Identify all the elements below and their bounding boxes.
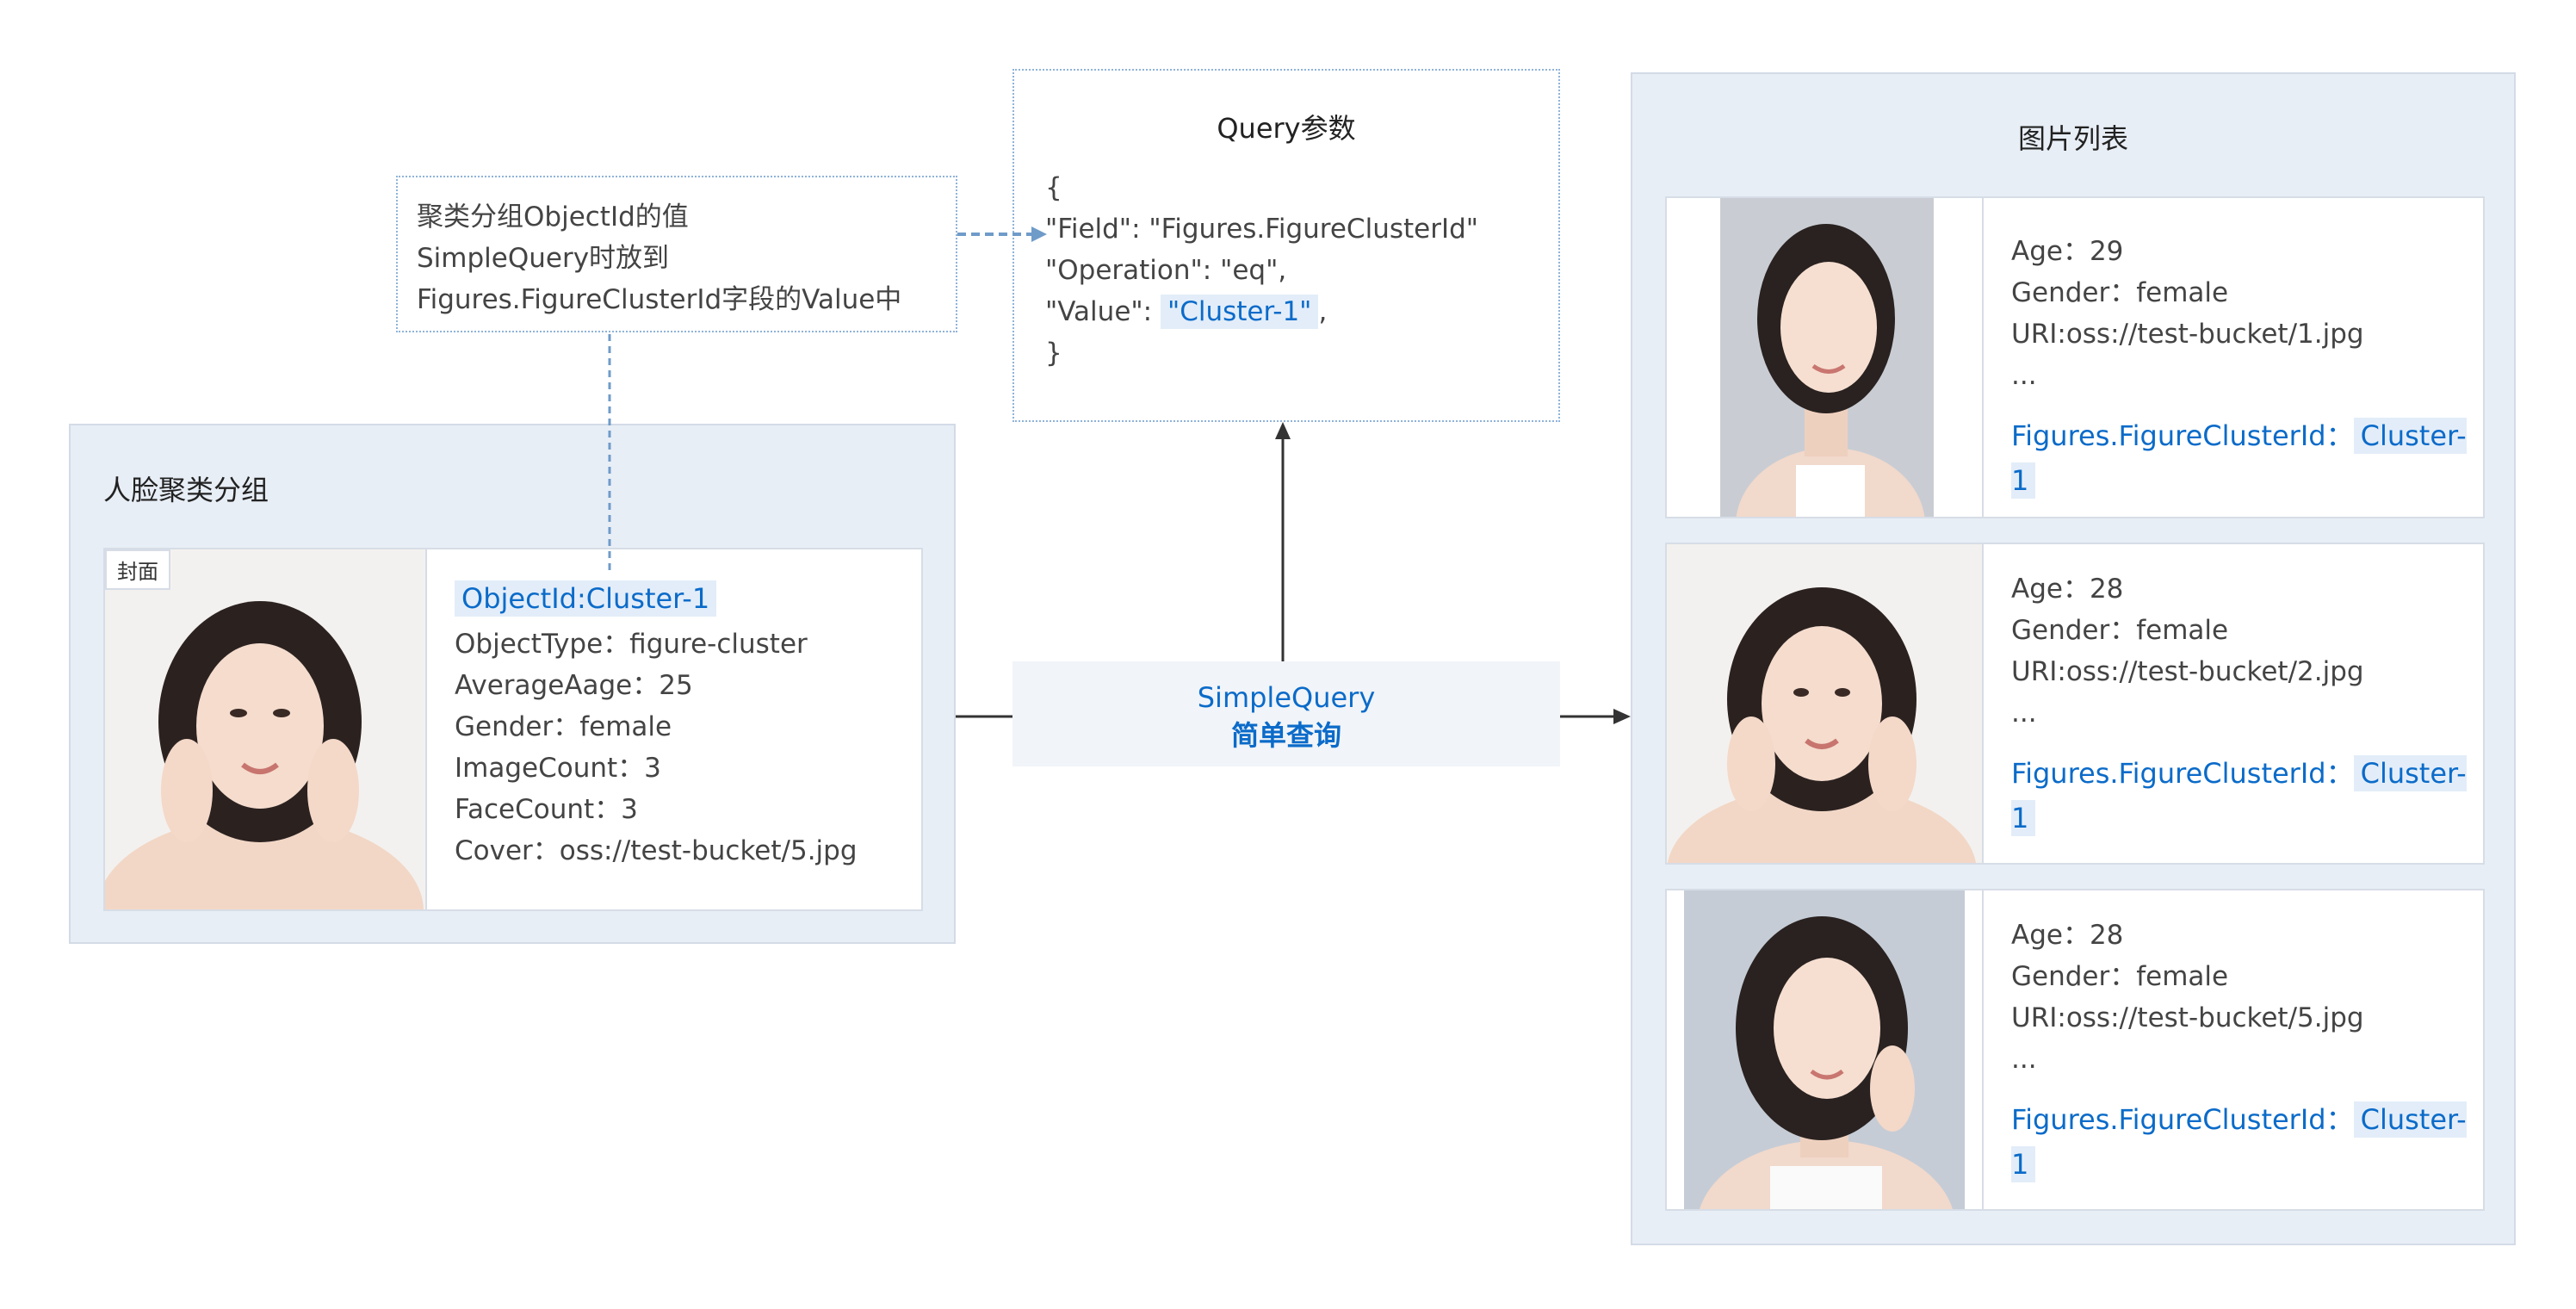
note-line-1: 聚类分组ObjectId的值 xyxy=(417,202,689,233)
cluster-card: 封面 ObjectId:Cluster-1 ObjectType：figure-… xyxy=(103,548,923,911)
image-more: ... xyxy=(2011,360,2037,391)
note-line-2: SimpleQuery时放到 xyxy=(417,243,670,274)
query-value-line: "Value": "Cluster-1", xyxy=(1045,291,1527,332)
image-uri: URI:oss://test-bucket/2.jpg xyxy=(2011,656,2364,687)
image-cluster-key: Figures.FigureClusterId： xyxy=(2011,419,2354,452)
image-list-item: Age：29 Gender：female URI:oss://test-buck… xyxy=(1665,196,2485,518)
query-to-list-arrowhead xyxy=(1613,709,1631,724)
cluster-details: ObjectId:Cluster-1 ObjectType：figure-clu… xyxy=(455,574,858,872)
query-close-brace: } xyxy=(1045,338,1062,369)
image-list-title: 图片列表 xyxy=(2017,122,2128,155)
portrait-image xyxy=(105,601,424,909)
query-value-tail: , xyxy=(1318,296,1328,327)
face-count: FaceCount：3 xyxy=(455,794,638,825)
image-more: ... xyxy=(2011,698,2037,729)
portrait-image xyxy=(1684,890,1965,1209)
image-cluster-line: Figures.FigureClusterId：Cluster-1 xyxy=(2011,413,2483,503)
image-age: Age：29 xyxy=(2011,236,2124,267)
image-age: Age：28 xyxy=(2011,920,2124,951)
image-list-panel: 图片列表 Age：29 Gender：female URI:oss://test… xyxy=(1631,72,2516,1245)
query-value-key: "Value": xyxy=(1045,296,1161,327)
image-gender: Gender：female xyxy=(2011,277,2229,308)
object-id-value: Cluster-1 xyxy=(585,582,710,615)
image-cluster-line: Figures.FigureClusterId：Cluster-1 xyxy=(2011,1097,2483,1187)
object-id-label: ObjectId: xyxy=(461,582,586,615)
image-list-item: Age：28 Gender：female URI:oss://test-buck… xyxy=(1665,889,2485,1211)
image-list-item: Age：28 Gender：female URI:oss://test-buck… xyxy=(1665,543,2485,865)
image-more: ... xyxy=(2011,1044,2037,1075)
cover-tag: 封面 xyxy=(105,549,170,590)
cover-uri: Cover：oss://test-bucket/5.jpg xyxy=(455,835,858,866)
query-field-line: "Field": "Figures.FigureClusterId" xyxy=(1045,214,1479,245)
simple-query-box: SimpleQuery 简单查询 xyxy=(1012,661,1560,766)
image-cluster-key: Figures.FigureClusterId： xyxy=(2011,1103,2354,1136)
portrait-image xyxy=(1720,198,1934,517)
image-item-details: Age：28 Gender：female URI:oss://test-buck… xyxy=(2011,915,2483,1187)
image-count: ImageCount：3 xyxy=(455,753,661,784)
image-thumbnail xyxy=(1667,544,1984,863)
image-gender: Gender：female xyxy=(2011,615,2229,646)
image-uri: URI:oss://test-bucket/5.jpg xyxy=(2011,1002,2364,1033)
gender: Gender：female xyxy=(455,711,672,742)
image-age: Age：28 xyxy=(2011,574,2124,605)
image-cluster-key: Figures.FigureClusterId： xyxy=(2011,757,2354,790)
simple-query-label-cn: 简单查询 xyxy=(1230,719,1341,752)
image-gender: Gender：female xyxy=(2011,961,2229,992)
object-type: ObjectType：figure-cluster xyxy=(455,629,808,660)
note-line-3: Figures.FigureClusterId字段的Value中 xyxy=(417,284,902,315)
query-open-brace: { xyxy=(1045,172,1062,203)
query-value-highlight: "Cluster-1" xyxy=(1160,295,1319,329)
image-cluster-line: Figures.FigureClusterId：Cluster-1 xyxy=(2011,751,2483,841)
image-item-details: Age：28 Gender：female URI:oss://test-buck… xyxy=(2011,568,2483,841)
object-id-line: ObjectId:Cluster-1 xyxy=(455,574,858,623)
note-box: 聚类分组ObjectId的值 SimpleQuery时放到 Figures.Fi… xyxy=(396,176,957,332)
face-cluster-panel: 人脸聚类分组 封面 ObjectId:Cluster-1 ObjectType：… xyxy=(69,424,956,944)
object-id-highlight: ObjectId:Cluster-1 xyxy=(455,580,717,617)
face-cluster-title: 人脸聚类分组 xyxy=(103,474,269,506)
average-age: AverageAage：25 xyxy=(455,670,693,701)
query-to-params-arrowhead xyxy=(1275,422,1291,439)
query-params-title: Query参数 xyxy=(1217,112,1356,145)
cover-photo xyxy=(105,549,427,909)
image-thumbnail xyxy=(1667,890,1984,1209)
image-thumbnail xyxy=(1667,198,1984,517)
query-params-box: Query参数 { "Field": "Figures.FigureCluste… xyxy=(1012,69,1560,422)
portrait-image xyxy=(1667,587,1977,863)
image-item-details: Age：29 Gender：female URI:oss://test-buck… xyxy=(2011,231,2483,503)
image-uri: URI:oss://test-bucket/1.jpg xyxy=(2011,319,2364,350)
query-operation-line: "Operation": "eq", xyxy=(1045,255,1287,286)
simple-query-label: SimpleQuery xyxy=(1197,681,1376,714)
